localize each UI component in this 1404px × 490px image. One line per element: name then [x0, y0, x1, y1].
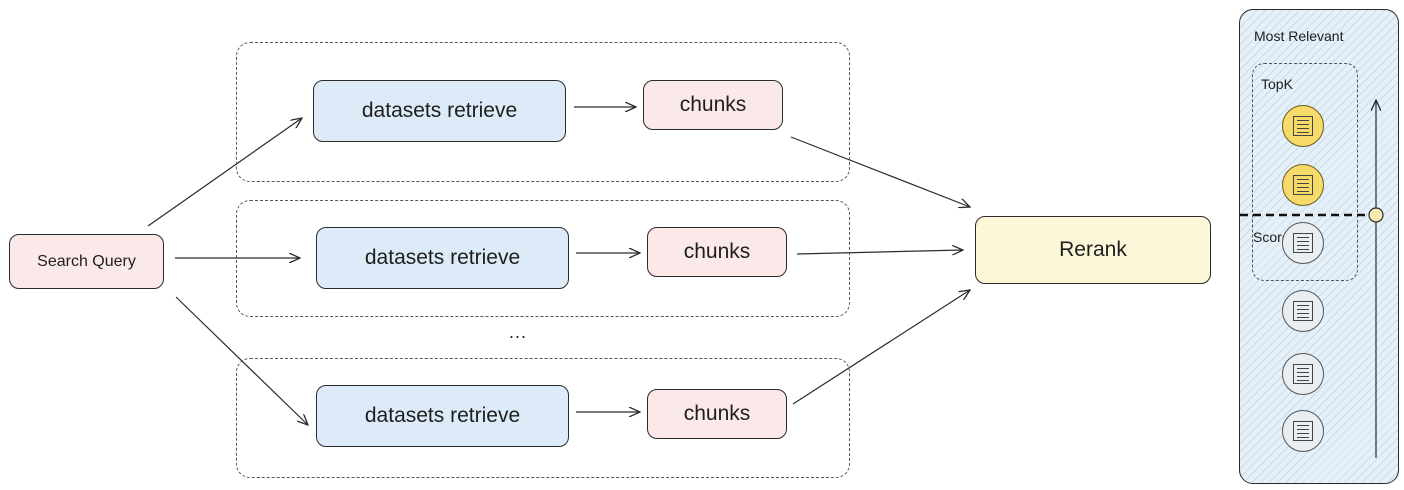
arrow-chunks-to-rerank-1: [790, 136, 970, 207]
document-icon: [1293, 175, 1313, 195]
arrow-chunks-to-rerank-2: [796, 250, 963, 254]
document-icon: [1293, 421, 1313, 441]
search-query-node: Search Query: [9, 234, 164, 289]
document-icon: [1293, 233, 1313, 253]
retrieval-group-2: [236, 200, 850, 317]
panel-title: Most Relevant: [1254, 28, 1344, 44]
document-circle: [1282, 290, 1324, 332]
topk-box: [1252, 63, 1358, 281]
threshold-marker: [1368, 207, 1384, 223]
arrow-query-to-retrieve-1: [147, 118, 302, 227]
score-label: Score: [1253, 229, 1290, 245]
datasets-retrieve-node: datasets retrieve: [313, 80, 566, 142]
retrieval-group-1: [236, 42, 850, 182]
document-icon: [1293, 116, 1313, 136]
document-circle: [1282, 410, 1324, 452]
chunks-node: chunks: [647, 227, 787, 277]
retrieval-group-3: [236, 358, 850, 478]
document-icon: [1293, 301, 1313, 321]
chunks-node: chunks: [643, 80, 783, 130]
chunks-node: chunks: [647, 389, 787, 439]
document-circle-top-2: [1282, 164, 1324, 206]
document-circle-top-1: [1282, 105, 1324, 147]
datasets-retrieve-node: datasets retrieve: [316, 385, 569, 447]
document-circle: [1282, 353, 1324, 395]
document-icon: [1293, 364, 1313, 384]
topk-label: TopK: [1261, 76, 1293, 92]
more-pipelines-ellipsis: ...: [508, 322, 527, 342]
document-circle: [1282, 222, 1324, 264]
arrow-chunks-to-rerank-3: [792, 290, 970, 405]
rerank-node: Rerank: [975, 216, 1211, 284]
datasets-retrieve-node: datasets retrieve: [316, 227, 569, 289]
